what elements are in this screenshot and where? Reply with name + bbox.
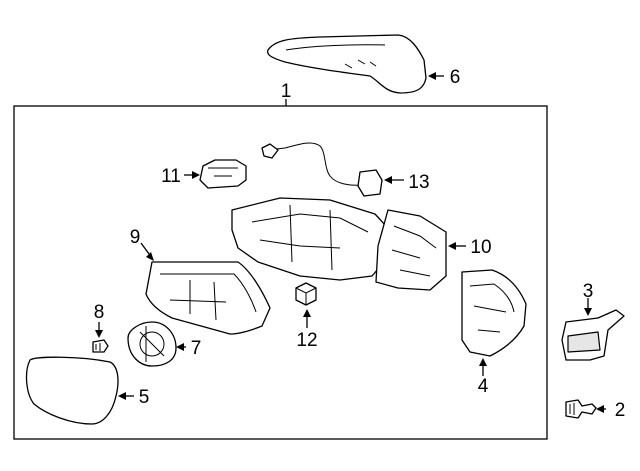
callout-11: 11	[161, 166, 181, 187]
wire-harness-part-13	[261, 142, 383, 197]
callout-5: 5	[139, 387, 150, 408]
callout-4: 4	[478, 376, 489, 397]
callout-3: 3	[583, 281, 594, 302]
mirror-glass-part-5	[25, 356, 119, 425]
callout-1: 1	[281, 81, 292, 102]
signal-part-3	[561, 309, 625, 361]
callout-8: 8	[94, 302, 105, 323]
actuator-frame-part-10	[231, 197, 447, 291]
nut-part-12	[295, 282, 317, 306]
callout-7: 7	[191, 338, 202, 359]
mirror-cover-part-6	[266, 34, 427, 94]
callout-10: 10	[470, 237, 491, 258]
callout-9: 9	[130, 227, 141, 248]
backing-plate-part-9	[145, 261, 271, 335]
assembly-box	[13, 105, 548, 440]
motor-part-7	[127, 321, 177, 367]
callout-2: 2	[615, 400, 626, 421]
housing-bracket-part-4	[461, 269, 527, 357]
screw-part-8	[92, 339, 109, 353]
screw-part-2	[565, 399, 597, 419]
callout-13: 13	[408, 172, 429, 193]
callout-6: 6	[450, 67, 461, 88]
callout-12: 12	[296, 330, 317, 351]
bracket-part-11	[199, 159, 247, 189]
